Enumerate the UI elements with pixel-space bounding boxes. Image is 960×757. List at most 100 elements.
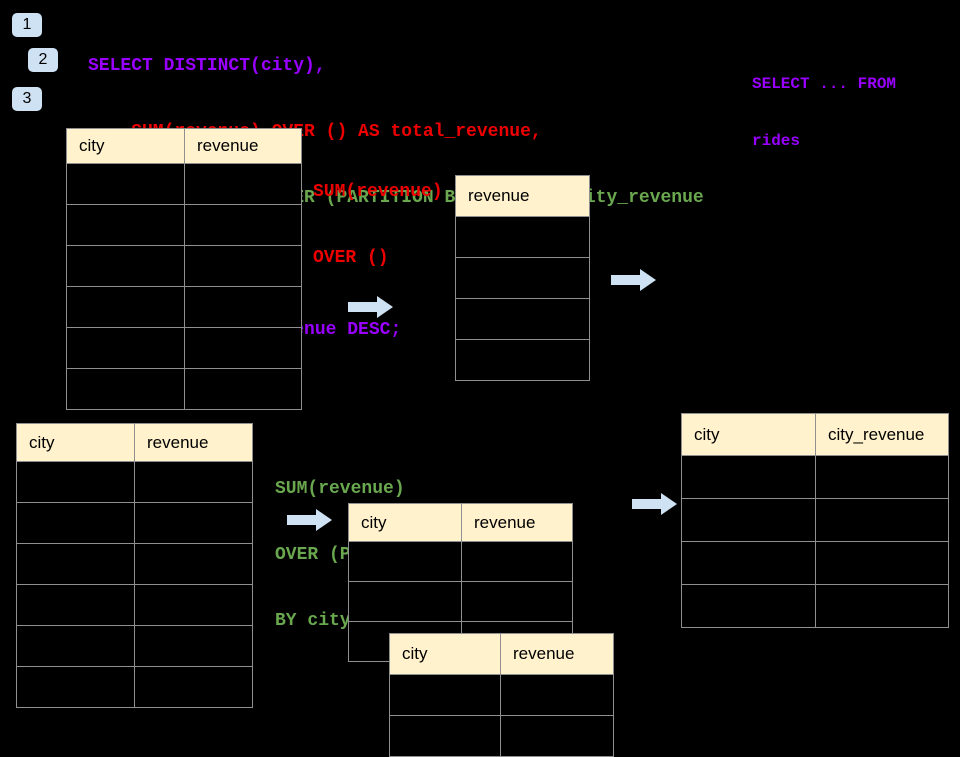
table-cell [455,339,590,381]
table-cell [681,498,816,542]
table-row [389,715,614,757]
table-cell [66,245,185,287]
table-row [681,455,949,499]
table-row [681,541,949,585]
table-cell [461,581,573,622]
table-header-row: revenue [455,175,590,217]
table-header-row: city revenue [348,503,573,542]
table-header-row: city revenue [389,633,614,675]
table-cell [16,461,135,503]
sql-line-select: SELECT DISTINCT(city), [88,56,326,76]
flow-arrow-icon [611,268,657,292]
table-row [455,339,590,381]
table-row [681,498,949,542]
table-cell [134,502,253,544]
table-cell [184,204,302,246]
table-cell [348,581,462,622]
table-row [66,204,302,246]
table-source-rides-total: city revenue [66,128,302,410]
table-header-row: city revenue [16,423,253,462]
table-cell [134,543,253,585]
annotation-over-total: SUM(revenue) OVER () [313,137,443,291]
slide-canvas: { "theme": { "bg": "#000000", "purple": … [12,13,949,757]
step-badge-1: 1 [12,13,42,37]
step-badge-3: 3 [12,87,42,111]
column-header-city: city [681,413,816,456]
table-row [455,298,590,340]
table-cell [815,455,949,499]
table-cell [66,286,185,328]
table-cell [66,204,185,246]
table-cell [348,541,462,582]
table-cell [16,543,135,585]
table-row [66,286,302,328]
table-row [16,543,253,585]
table-cell [66,327,185,369]
column-header-city: city [66,128,185,164]
table-partition-overlay: city revenue [389,633,614,757]
table-cell [455,216,590,258]
table-header-row: city revenue [66,128,302,164]
table-row [16,666,253,708]
table-cell [66,163,185,205]
table-cell [16,584,135,626]
table-row [348,581,573,622]
table-cell [681,455,816,499]
annotation-line: OVER () [313,248,389,268]
table-total-revenue-result: revenue [455,175,590,381]
table-cell [134,666,253,708]
flow-arrow-icon [632,492,678,516]
step-badge-2: 2 [28,48,58,72]
table-cell [815,498,949,542]
table-cell [815,584,949,628]
table-row [16,625,253,667]
table-cell [389,715,501,757]
column-header-revenue: revenue [500,633,614,675]
table-cell [134,625,253,667]
flow-arrow-icon [287,508,333,532]
table-cell [16,625,135,667]
annotation-line: BY city) [275,611,362,631]
table-cell [134,461,253,503]
table-row [455,216,590,258]
table-row [66,327,302,369]
table-cell [184,368,302,410]
table-row [455,257,590,299]
column-header-city: city [389,633,501,675]
table-cell [66,368,185,410]
table-row [66,368,302,410]
table-cell [455,257,590,299]
table-row [348,541,573,582]
table-row [16,502,253,544]
table-row [389,674,614,716]
table-cell [134,584,253,626]
sql-corner-line-2: rides [752,132,801,150]
table-cell [500,715,614,757]
table-city-revenue-result: city city_revenue [681,413,949,628]
column-header-revenue: revenue [461,503,573,542]
table-cell [184,286,302,328]
table-cell [681,584,816,628]
column-header-city-revenue: city_revenue [815,413,949,456]
table-row [16,461,253,503]
table-cell [681,541,816,585]
table-cell [16,502,135,544]
table-row [681,584,949,628]
flow-arrow-icon [348,295,394,319]
table-row [66,163,302,205]
column-header-city: city [348,503,462,542]
annotation-line: SUM(revenue) [313,182,443,202]
column-header-city: city [16,423,135,462]
table-row [16,584,253,626]
sql-corner-line-1: SELECT ... FROM [752,75,897,93]
table-cell [184,327,302,369]
table-cell [815,541,949,585]
table-cell [184,163,302,205]
column-header-revenue: revenue [184,128,302,164]
table-cell [461,541,573,582]
table-cell [16,666,135,708]
table-cell [500,674,614,716]
table-cell [389,674,501,716]
table-cell [455,298,590,340]
column-header-revenue: revenue [134,423,253,462]
